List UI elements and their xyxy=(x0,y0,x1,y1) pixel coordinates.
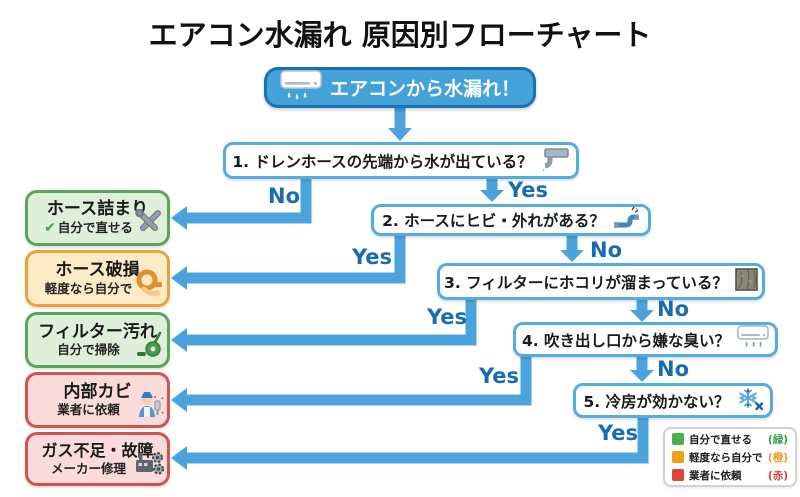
arrowhead-q3-yes xyxy=(171,328,187,352)
result-title: ホース破損 xyxy=(55,260,140,281)
arrowhead-q2-yes xyxy=(171,266,187,290)
result-title: フィルター汚れ xyxy=(38,321,157,342)
arrow-q2-yes xyxy=(186,231,406,284)
start-label: エアコンから水漏れ！ xyxy=(329,78,520,100)
legend-tag: (緑) xyxy=(767,433,788,446)
air-conditioner-drip-icon xyxy=(280,69,322,106)
legend-item-orange: 軽度なら自分で (橙) xyxy=(672,450,788,465)
ac-smell-icon xyxy=(737,325,769,354)
arrow-q1-no xyxy=(186,178,312,224)
question-node-4: 4. 吹き出し口から嫌な臭い？ xyxy=(513,322,778,357)
factory-icon xyxy=(134,449,164,480)
dirty-filter-icon xyxy=(735,268,758,295)
result-node-gas-failure: ガス不足・故障 メーカー修理 xyxy=(25,432,170,486)
legend-tag: (赤) xyxy=(767,469,788,482)
result-subtitle: 軽度なら自分で xyxy=(44,280,133,296)
result-node-hose-damage: ホース破損 軽度なら自分で xyxy=(25,250,170,307)
edge-label-q4-no: No xyxy=(657,357,690,381)
result-subtitle: 業者に依頼 xyxy=(57,402,120,418)
question-2-label: 2. ホースにヒビ・外れがある？ xyxy=(382,212,605,230)
arrowhead-q3-no xyxy=(630,310,654,322)
arrowhead-q1-yes xyxy=(480,190,504,202)
result-subtitle: メーカー修理 xyxy=(50,460,126,476)
drain-hose-icon xyxy=(540,146,570,176)
edge-label-q4-yes: Yes xyxy=(479,364,520,388)
green-swatch-icon xyxy=(672,433,684,445)
edge-label-q1-no: No xyxy=(268,184,301,208)
edge-label-q5-yes: Yes xyxy=(598,421,639,445)
arrow-q5-yes xyxy=(186,415,649,464)
question-node-3: 3. フィルターにホコリが溜まっている？ xyxy=(437,263,765,300)
legend-label: 軽度なら自分で xyxy=(689,451,763,464)
red-swatch-icon xyxy=(672,469,684,481)
result-subtitle: 自分で掃除 xyxy=(57,342,120,358)
arrow-q4-yes xyxy=(186,354,532,406)
legend-label: 自分で直せる xyxy=(689,433,752,446)
check-icon: ✔ xyxy=(44,219,56,236)
orange-swatch-icon xyxy=(672,451,684,463)
arrowhead-q5-yes xyxy=(171,446,187,470)
arrowhead-q1-no xyxy=(171,206,187,230)
legend-label: 業者に依頼 xyxy=(689,469,742,482)
legend-item-green: 自分で直せる (緑) xyxy=(672,432,788,447)
result-title: ガス不足・故障 xyxy=(41,441,154,461)
result-subtitle: 自分で直せる xyxy=(57,219,133,235)
vacuum-icon xyxy=(136,330,164,362)
edge-label-q2-no: No xyxy=(590,238,623,262)
start-node: エアコンから水漏れ！ xyxy=(264,67,536,108)
tools-icon xyxy=(134,208,164,240)
result-title: 内部カビ xyxy=(63,381,132,402)
question-node-5: 5. 冷房が効かない？ xyxy=(573,383,773,418)
edge-label-q1-yes: Yes xyxy=(508,178,549,202)
arrowhead-q4-yes xyxy=(171,388,187,412)
question-1-label: 1. ドレンホースの先端から水が出ている？ xyxy=(232,152,533,171)
worker-icon xyxy=(134,389,164,422)
result-title: ホース詰まり xyxy=(46,199,149,220)
question-node-1: 1. ドレンホースの先端から水が出ている？ xyxy=(223,142,579,179)
edge-label-q3-yes: Yes xyxy=(427,305,468,329)
edge-label-q3-no: No xyxy=(657,297,690,321)
legend: 自分で直せる (緑) 軽度なら自分で (橙) 業者に依頼 (赤) xyxy=(663,427,797,487)
legend-tag: (橙) xyxy=(767,451,788,464)
question-4-label: 4. 吹き出し口から嫌な臭い？ xyxy=(521,331,731,350)
cracked-hose-icon xyxy=(612,207,640,233)
page-title: エアコン水漏れ 原因別フローチャート xyxy=(148,18,652,52)
arrowhead-q2-no xyxy=(560,250,584,262)
result-node-internal-mold: 内部カビ 業者に依頼 xyxy=(25,372,170,428)
question-3-label: 3. フィルターにホコリが溜まっている？ xyxy=(444,273,728,292)
arrowhead-q4-no xyxy=(630,370,654,382)
legend-item-red: 業者に依頼 (赤) xyxy=(672,468,788,483)
edge-label-q2-yes: Yes xyxy=(352,245,393,269)
result-node-hose-clog: ホース詰まり ✔自分で直せる xyxy=(25,190,170,246)
question-node-2: 2. ホースにヒビ・外れがある？ xyxy=(371,204,651,236)
question-5-label: 5. 冷房が効かない？ xyxy=(583,392,730,411)
tape-icon xyxy=(134,269,164,301)
result-node-filter-dirty: フィルター汚れ 自分で掃除 xyxy=(25,312,170,368)
snowflake-x-icon xyxy=(737,387,763,415)
arrowhead-start-to-q1 xyxy=(388,128,412,141)
arrow-q3-yes xyxy=(186,297,477,346)
